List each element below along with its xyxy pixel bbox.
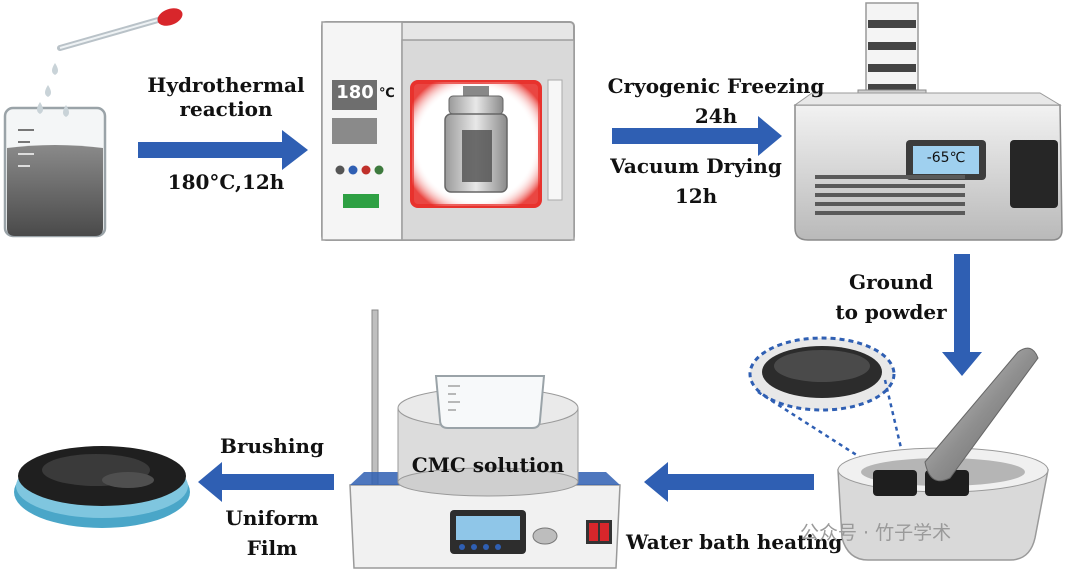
uniform-label: Uniform (225, 506, 319, 530)
flow-arrow-2 (612, 116, 782, 156)
hydrothermal-label-line2: reaction (179, 97, 273, 121)
hydrothermal-condition: 180°C,12h (167, 170, 285, 194)
film-label: Film (246, 536, 298, 560)
drying-duration: 12h (674, 184, 718, 208)
hydrothermal-label-line1: Hydrothermal (147, 73, 305, 97)
oven-temperature-display: 180 (336, 82, 374, 103)
freezing-duration: 24h (694, 104, 738, 128)
freezer-temperature-display: -65℃ (926, 150, 966, 166)
to-powder-label: to powder (835, 300, 947, 324)
hydrothermal-label: Hydrothermal reaction (126, 73, 326, 121)
oven-icon (321, 21, 575, 241)
flow-arrow-1 (138, 130, 308, 170)
ground-label: Ground (848, 270, 934, 294)
water-bath-heating-label: Water bath heating (626, 530, 843, 554)
watermark: 公众号 · 竹子学术 (800, 522, 952, 544)
flow-arrow-5 (198, 462, 334, 502)
flow-arrow-4 (644, 462, 814, 502)
brushing-label: Brushing (220, 434, 324, 458)
freeze-dryer-icon (793, 2, 1063, 241)
water-bath-heater-icon (349, 309, 621, 569)
vacuum-drying-label: Vacuum Drying (610, 154, 782, 178)
coated-film-sample-icon (14, 446, 190, 528)
powder-dish-icon (748, 336, 896, 412)
cmc-solution-label: CMC solution (411, 453, 565, 477)
cryogenic-freezing-label: Cryogenic Freezing (607, 74, 825, 98)
oven-temperature-unit: ℃ (379, 86, 395, 101)
beaker-with-dropper-icon (3, 8, 183, 238)
mortar-and-pestle-icon (837, 347, 1049, 561)
flow-arrow-3 (942, 254, 982, 376)
